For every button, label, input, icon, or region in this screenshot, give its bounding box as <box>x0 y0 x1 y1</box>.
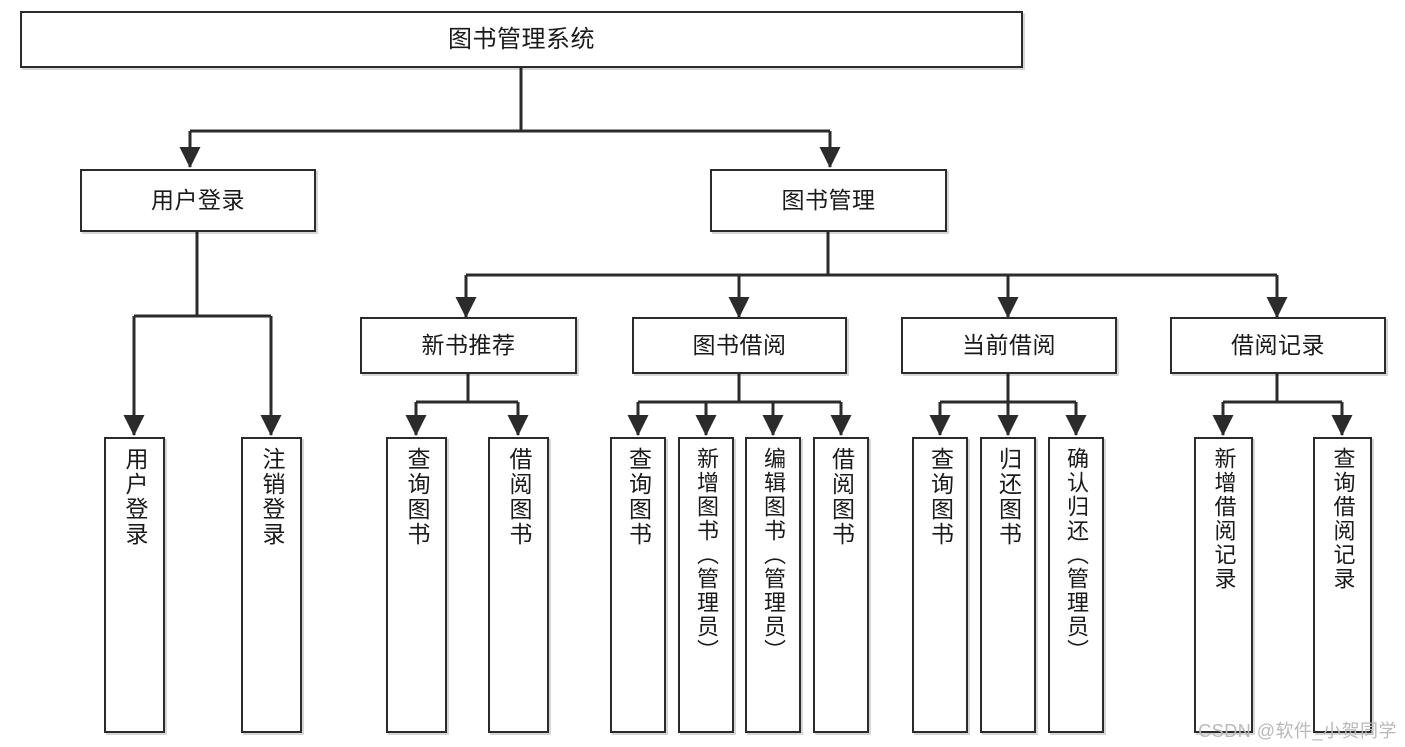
node-current-borrow-label: 当前借阅 <box>962 332 1056 359</box>
node-leaf-confirm-return[interactable]: 确认归还（管理员） <box>1048 437 1104 733</box>
node-leaf-query-book-1[interactable]: 查询图书 <box>386 437 447 733</box>
node-leaf-edit-book[interactable]: 编辑图书（管理员） <box>745 437 801 733</box>
node-leaf-user-login[interactable]: 用户登录 <box>104 437 165 733</box>
node-leaf-add-book-label: 新增图书（管理员） <box>694 447 719 663</box>
node-root[interactable]: 图书管理系统 <box>20 11 1023 68</box>
node-new-book-rec[interactable]: 新书推荐 <box>360 317 577 374</box>
node-leaf-user-logout-label: 注销登录 <box>259 447 285 547</box>
node-leaf-add-book[interactable]: 新增图书（管理员） <box>678 437 734 733</box>
node-leaf-user-logout[interactable]: 注销登录 <box>241 437 302 733</box>
node-leaf-borrow-book-2[interactable]: 借阅图书 <box>813 437 869 733</box>
node-user-login[interactable]: 用户登录 <box>80 169 316 232</box>
node-leaf-query-record[interactable]: 查询借阅记录 <box>1313 437 1372 733</box>
node-leaf-return-book-label: 归还图书 <box>995 447 1022 547</box>
node-leaf-borrow-book-1-label: 借阅图书 <box>506 447 532 547</box>
node-user-login-label: 用户登录 <box>151 187 245 214</box>
node-leaf-query-book-3-label: 查询图书 <box>927 447 954 547</box>
node-root-label: 图书管理系统 <box>448 25 595 53</box>
node-leaf-confirm-return-label: 确认归还（管理员） <box>1064 447 1089 663</box>
node-leaf-borrow-book-2-label: 借阅图书 <box>828 447 855 547</box>
node-leaf-query-book-1-label: 查询图书 <box>404 447 430 547</box>
node-borrow-record-label: 借阅记录 <box>1231 332 1325 359</box>
node-book-borrow-label: 图书借阅 <box>692 332 787 359</box>
node-book-manage[interactable]: 图书管理 <box>710 169 947 232</box>
node-leaf-add-record[interactable]: 新增借阅记录 <box>1194 437 1253 733</box>
node-current-borrow[interactable]: 当前借阅 <box>901 317 1117 374</box>
node-leaf-edit-book-label: 编辑图书（管理员） <box>761 447 786 663</box>
node-new-book-rec-label: 新书推荐 <box>421 332 516 359</box>
node-leaf-add-record-label: 新增借阅记录 <box>1211 447 1237 591</box>
node-book-manage-label: 图书管理 <box>781 187 876 214</box>
node-leaf-query-book-3[interactable]: 查询图书 <box>912 437 968 733</box>
node-leaf-query-book-2[interactable]: 查询图书 <box>610 437 666 733</box>
node-leaf-query-book-2-label: 查询图书 <box>625 447 652 547</box>
node-leaf-query-record-label: 查询借阅记录 <box>1330 447 1356 591</box>
node-leaf-user-login-label: 用户登录 <box>122 447 148 547</box>
node-leaf-return-book[interactable]: 归还图书 <box>980 437 1036 733</box>
node-book-borrow[interactable]: 图书借阅 <box>632 317 847 374</box>
node-leaf-borrow-book-1[interactable]: 借阅图书 <box>488 437 549 733</box>
node-borrow-record[interactable]: 借阅记录 <box>1170 317 1386 374</box>
